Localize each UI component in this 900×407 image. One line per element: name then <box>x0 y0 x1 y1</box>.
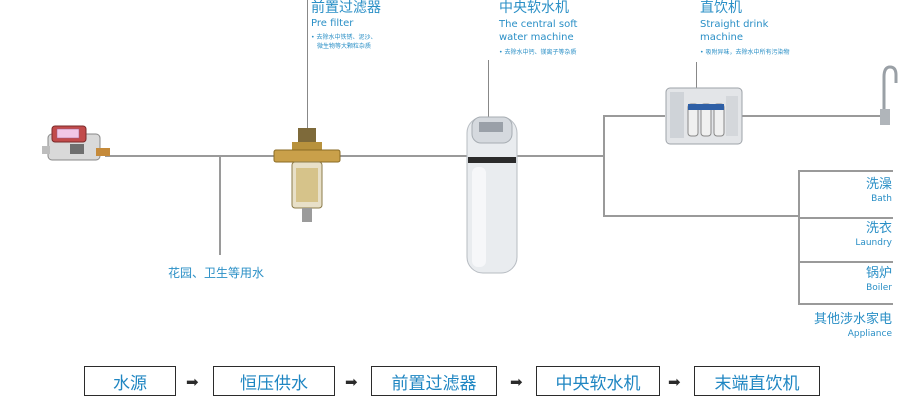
output-boiler-cn: 锅炉 <box>865 266 892 281</box>
flow-step-prefilter: 前置过滤器 <box>371 366 497 396</box>
split-vertical-pipe <box>603 115 605 217</box>
water-meter-icon <box>42 125 110 161</box>
prefilter-leader-line <box>307 0 308 130</box>
output-sep-2 <box>798 217 893 219</box>
output-appliance-cn: 其他涉水家电 <box>813 312 892 327</box>
output-bath-cn: 洗澡 <box>865 177 892 192</box>
output-boiler: 锅炉 Boiler <box>866 266 892 294</box>
flow-step-softener: 中央软水机 <box>536 366 660 396</box>
flow-arrow-2: ➡ <box>345 373 358 391</box>
drinker-title-en-1: Straight drink <box>700 19 769 30</box>
output-sep-3 <box>798 261 893 263</box>
softener-title-en-2: water machine <box>499 32 574 43</box>
prefilter-title-cn: 前置过滤器 <box>311 0 381 16</box>
drink-machine-icon <box>665 87 743 145</box>
output-laundry: 洗衣 Laundry <box>855 221 892 249</box>
output-bath: 洗澡 Bath <box>866 177 892 205</box>
softener-callout: 中央软水机 The central soft water machine • 去… <box>499 0 577 57</box>
flow-arrow-4: ➡ <box>668 373 681 391</box>
prefilter-note-2: 微生物等大颗粒杂质 <box>317 43 372 50</box>
main-pipe <box>105 155 605 157</box>
drinker-to-faucet-pipe <box>742 115 884 117</box>
garden-branch <box>219 155 221 255</box>
upper-pipe <box>603 115 665 117</box>
drinker-callout: 直饮机 Straight drink machine • 吸附异味，去除水中所有… <box>700 0 789 57</box>
output-sep-1 <box>798 170 893 172</box>
prefilter-icon <box>273 128 341 222</box>
output-bath-en: Bath <box>871 194 892 204</box>
faucet-icon <box>880 65 898 125</box>
output-sep-4 <box>798 303 893 305</box>
softener-note-1: • 去除水中钙、镁离子等杂质 <box>499 49 577 56</box>
prefilter-title-en: Pre filter <box>311 18 354 29</box>
flow-step-water-source: 水源 <box>84 366 176 396</box>
prefilter-note-1: • 去除水中铁锈、泥沙、 <box>311 34 377 41</box>
softener-icon <box>466 116 518 274</box>
softener-leader-line <box>488 60 489 118</box>
output-laundry-en: Laundry <box>855 238 892 248</box>
output-boiler-en: Boiler <box>866 283 892 293</box>
softener-title-en-1: The central soft <box>499 19 578 30</box>
drinker-title-cn: 直饮机 <box>700 0 742 16</box>
output-appliance-en: Appliance <box>847 329 892 339</box>
drinker-title-en-2: machine <box>700 32 743 43</box>
drinker-note-1: • 吸附异味，去除水中所有污染物 <box>700 49 790 56</box>
drinker-leader-line <box>696 62 697 90</box>
output-laundry-cn: 洗衣 <box>865 221 892 236</box>
flow-step-constant-pressure: 恒压供水 <box>213 366 335 396</box>
garden-label: 花园、卫生等用水 <box>168 266 265 280</box>
outputs-vertical-pipe <box>798 170 800 305</box>
flow-arrow-3: ➡ <box>510 373 523 391</box>
lower-pipe <box>603 215 798 217</box>
flow-step-direct-drink: 末端直饮机 <box>694 366 820 396</box>
output-appliance: 其他涉水家电 Appliance <box>814 312 892 340</box>
flow-arrow-1: ➡ <box>186 373 199 391</box>
softener-title-cn: 中央软水机 <box>499 0 569 16</box>
prefilter-callout: 前置过滤器 Pre filter • 去除水中铁锈、泥沙、 微生物等大颗粒杂质 <box>311 0 381 51</box>
